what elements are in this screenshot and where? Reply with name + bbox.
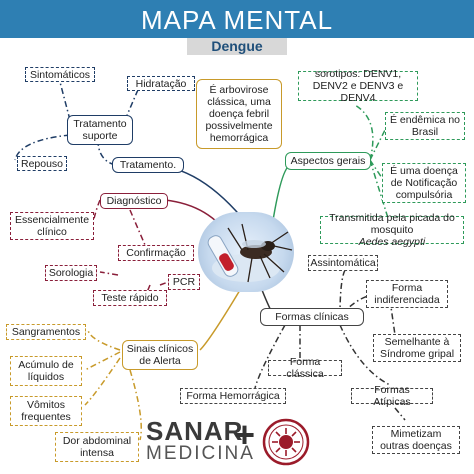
acumulo-liquidos-box: Acúmulo de líquidos — [10, 356, 82, 386]
diagnostico-box: Diagnóstico — [100, 193, 168, 209]
pcr-box: PCR — [168, 274, 200, 290]
forma-classica-box: Forma clássica — [268, 356, 342, 380]
sinais-alerta-box: Sinais clínicos de Alerta — [122, 340, 198, 370]
definition-box: É arbovirose clássica, uma doença febril… — [196, 79, 282, 149]
teste-rapido-box: Teste rápido — [93, 290, 167, 306]
transmissao-text: Transmitida pela picada do mosquito — [329, 212, 455, 236]
alerta-connectors — [84, 289, 241, 441]
sorotipos-box: sorotipos: DENV1, DENV2 e DENV3 e DENV4 — [298, 68, 418, 104]
aspectos-gerais-box: Aspectos gerais — [285, 152, 371, 170]
hidratacao-box: Hidratação — [127, 76, 195, 91]
page-title: MAPA MENTAL — [0, 0, 474, 38]
sangramentos-box: Sangramentos — [6, 324, 86, 340]
dor-abdominal-box: Dor abdominal intensa — [55, 432, 139, 462]
tratamento-suporte-box: Tratamento suporte — [67, 115, 133, 145]
vetor-text: Aedes aegypti — [358, 236, 426, 248]
sindrome-gripal-box: Semelhante à Síndrome gripal — [373, 334, 461, 362]
formas-atipicas-box: Formas Atípicas — [351, 384, 433, 408]
page-subtitle: Dengue — [187, 38, 287, 55]
confirmacao-box: Confirmação — [118, 245, 194, 261]
mimetizam-box: Mimetizam outras doenças — [372, 426, 460, 454]
sorologia-box: Sorologia — [45, 265, 97, 281]
plus-sign: + — [234, 414, 256, 455]
virus-seal-icon — [262, 418, 310, 466]
forma-indiferenciada-box: Forma indiferenciada — [366, 280, 448, 308]
forma-hemorragica-box: Forma Hemorrágica — [180, 388, 286, 404]
vomitos-box: Vômitos frequentes — [10, 396, 82, 426]
endemica-box: É endêmica no Brasil — [385, 112, 465, 140]
sanar-medicina-logo: SANAR MEDICINA — [146, 416, 255, 464]
mosquito-blood-sample-icon — [198, 212, 294, 292]
tratamento-box: Tratamento. — [112, 157, 184, 173]
transmissao-box: Transmitida pela picada do mosquito Aede… — [320, 212, 464, 248]
sintomaticos-box: Sintomáticos — [25, 67, 95, 82]
formas-clinicas-box: Formas clínicas — [260, 308, 364, 326]
repouso-box: Repouso — [17, 156, 67, 171]
assintomatica-box: Assintomática — [308, 255, 378, 271]
essencialmente-clinico-box: Essencialmente clínico — [10, 212, 94, 240]
notificacao-box: É uma doença de Notificação compulsória — [382, 163, 466, 203]
